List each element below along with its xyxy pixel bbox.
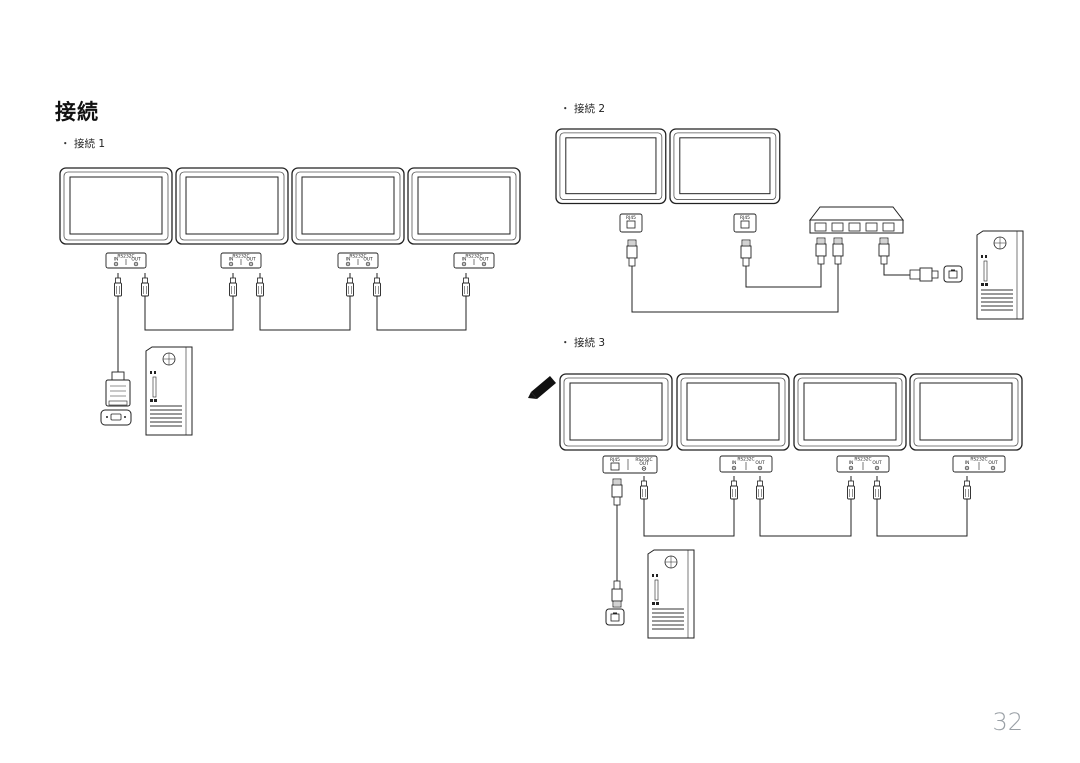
section-heading-connection-2: ・接続 2 <box>560 101 605 116</box>
display-monitor <box>676 373 790 451</box>
display-monitor <box>291 167 405 245</box>
rs232c-port-panel: RS232C IN OUT <box>220 252 262 269</box>
port-label-rj45: RJ45 <box>626 215 636 221</box>
port-label-out: OUT <box>131 257 141 263</box>
stereo-plug <box>256 272 264 297</box>
port-label-in: IN <box>732 460 737 466</box>
display-monitor <box>555 128 667 205</box>
rj45-plug-lower <box>611 580 623 608</box>
page-title: 接続 <box>55 100 99 124</box>
section-heading-connection-1: ・接続 1 <box>60 136 105 151</box>
stereo-plug <box>229 272 237 297</box>
stereo-plug <box>346 272 354 297</box>
port-label-rs232c: RS232C <box>117 254 134 260</box>
display-monitor <box>793 373 907 451</box>
stereo-plug <box>847 475 855 500</box>
rj45-plug <box>740 239 752 267</box>
stereo-plug <box>756 475 764 500</box>
lan-port-box <box>605 608 625 626</box>
port-label-out: OUT <box>872 460 882 466</box>
display-monitor <box>909 373 1023 451</box>
rj45-port-panel: RJ45 <box>733 213 757 233</box>
rj45-plug <box>878 237 890 265</box>
rj45-plug <box>815 237 827 265</box>
stereo-plug <box>373 272 381 297</box>
rs232c-port-panel: RS232C IN OUT <box>453 252 495 269</box>
port-label-rs232c: RS232C <box>635 457 652 463</box>
connection-1-diagram: RS232C IN OUT RS232C IN OUT RS232C IN OU… <box>59 167 521 436</box>
display-monitor <box>407 167 521 245</box>
port-label-in: IN <box>965 460 970 466</box>
pc-tower <box>647 549 695 639</box>
section-label: 接続 2 <box>574 103 606 115</box>
rj45-port-panel: RJ45 <box>619 213 643 233</box>
port-label-out: OUT <box>479 257 489 263</box>
port-label-rj45: RJ45 <box>610 457 620 463</box>
rs232c-port-panel: RS232C IN OUT <box>836 455 890 473</box>
rs232c-port-panel: RS232C IN OUT <box>337 252 379 269</box>
pc-tower <box>976 230 1024 320</box>
bullet: ・ <box>560 337 571 349</box>
stereo-plug <box>462 272 470 297</box>
section-label: 接続 3 <box>574 337 606 349</box>
rj45-plug <box>611 478 623 506</box>
lan-cables <box>631 264 910 313</box>
port-label-in: IN <box>462 257 467 263</box>
connection-2-diagram: RJ45 RJ45 <box>555 128 1024 320</box>
pen-icon <box>528 376 556 399</box>
rj45-plug-horizontal <box>909 267 939 282</box>
port-label-in: IN <box>114 257 119 263</box>
port-label-rs232c: RS232C <box>854 457 871 463</box>
display-monitor <box>175 167 289 245</box>
section-label: 接続 1 <box>74 138 106 150</box>
page-number: 32 <box>992 708 1023 736</box>
rj45-plug <box>832 237 844 265</box>
port-label-in: IN <box>346 257 351 263</box>
display-monitor <box>559 373 673 451</box>
stereo-plug <box>640 475 648 500</box>
port-label-in: IN <box>229 257 234 263</box>
rj45-rs232c-port-panel: RJ45 RS232C OUT <box>602 455 658 474</box>
port-label-rs232c: RS232C <box>737 457 754 463</box>
section-heading-connection-3: ・接続 3 <box>560 335 605 350</box>
port-label-out: OUT <box>639 461 649 467</box>
serial-port-box <box>100 409 132 426</box>
port-label-rs232c: RS232C <box>465 254 482 260</box>
bullet: ・ <box>60 138 71 150</box>
rs232c-port-panel: RS232C IN OUT <box>719 455 773 473</box>
port-label-out: OUT <box>246 257 256 263</box>
stereo-plug <box>114 272 122 297</box>
display-monitor <box>669 128 781 205</box>
port-label-out: OUT <box>988 460 998 466</box>
port-label-out: OUT <box>755 460 765 466</box>
network-hub <box>808 206 905 234</box>
port-label-out: OUT <box>363 257 373 263</box>
connection-3-diagram: RJ45 RS232C OUT RS232C IN OUT RS232C IN … <box>528 373 1023 639</box>
bullet: ・ <box>560 103 571 115</box>
port-label-rs232c: RS232C <box>970 457 987 463</box>
stereo-plug <box>730 475 738 500</box>
port-label-rs232c: RS232C <box>232 254 249 260</box>
rs232c-cables <box>117 296 467 372</box>
rs232c-port-panel: RS232C IN OUT <box>952 455 1006 473</box>
dsub-connector <box>105 371 131 407</box>
rs232c-cables <box>616 499 968 582</box>
port-label-rs232c: RS232C <box>349 254 366 260</box>
stereo-plug <box>963 475 971 500</box>
pc-tower <box>145 346 193 436</box>
port-label-rj45: RJ45 <box>740 215 750 221</box>
stereo-plug <box>873 475 881 500</box>
port-label-in: IN <box>849 460 854 466</box>
display-monitor <box>59 167 173 245</box>
lan-port-box <box>943 265 963 283</box>
rj45-plug <box>626 239 638 267</box>
stereo-plug <box>141 272 149 297</box>
rs232c-port-panel: RS232C IN OUT <box>105 252 147 269</box>
